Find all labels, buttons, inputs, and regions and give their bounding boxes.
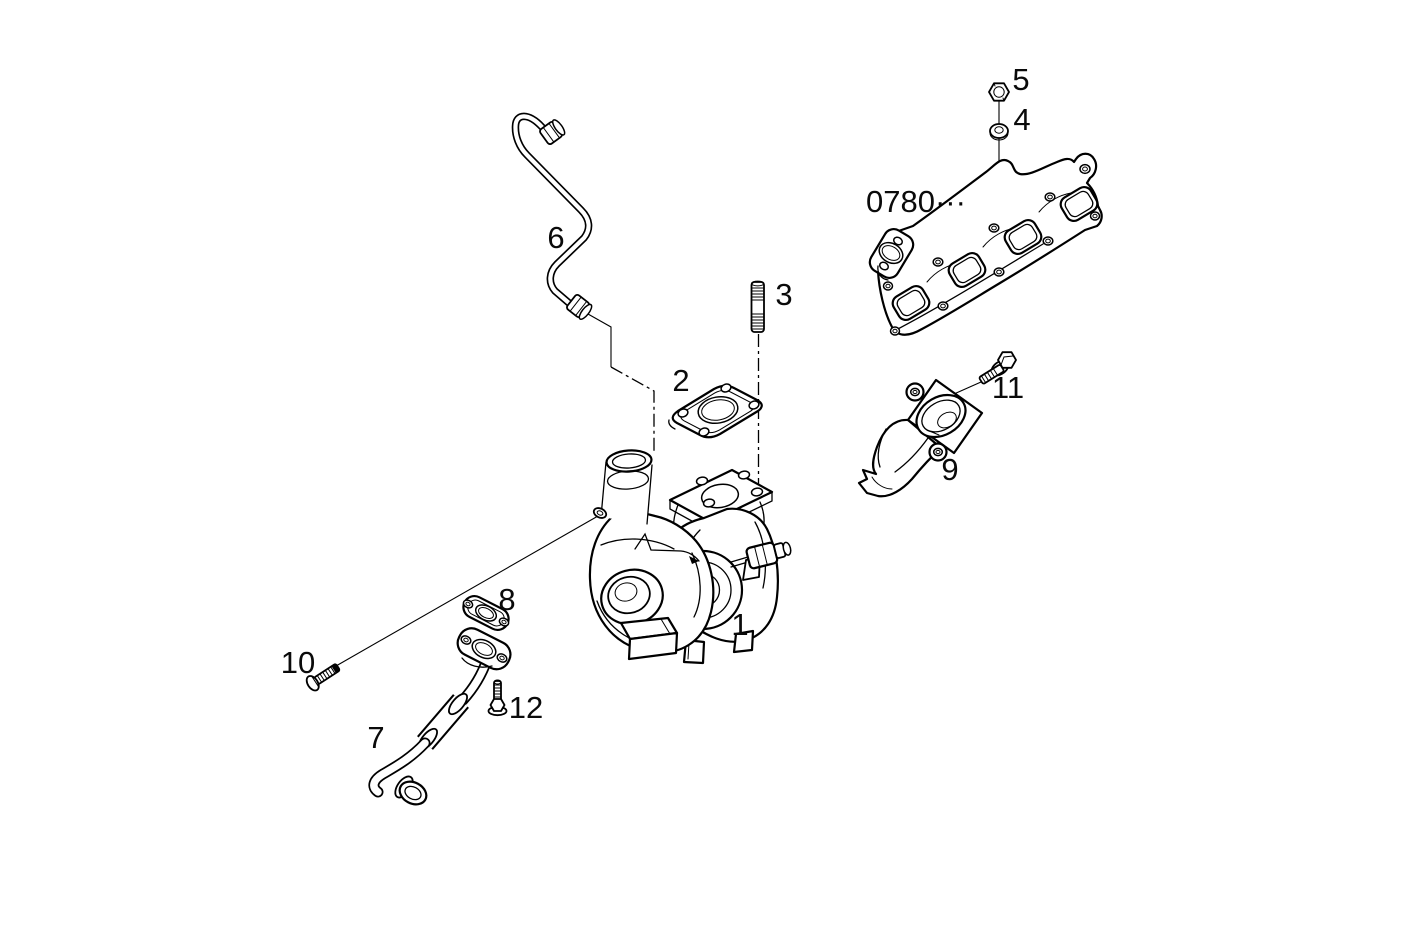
- part-9-outlet-elbow: [857, 378, 984, 498]
- part-10-bolt: [305, 663, 341, 692]
- manifold-port: [891, 284, 931, 322]
- pipe-fitting-top: [539, 119, 566, 145]
- manifold-bolt-holes: [882, 163, 1101, 336]
- pipe-fitting-bottom: [566, 293, 593, 320]
- callout-label-9: 9: [941, 452, 958, 487]
- manifold-end-flange: [868, 227, 915, 281]
- manifold-ref-label: 0780···: [866, 184, 966, 219]
- callout-label-3: 3: [775, 277, 792, 312]
- callout-labels: 1 2 3 4 5 6 7 8 9 10 11 12 0780···: [281, 62, 1031, 755]
- centerline-pipe6-turbo: [610, 366, 655, 452]
- manifold-port: [1003, 218, 1043, 256]
- callout-label-8: 8: [498, 582, 515, 617]
- oil-drain-boss: [592, 507, 608, 519]
- leader-pipe6: [587, 313, 612, 367]
- callout-label-5: 5: [1012, 62, 1029, 97]
- leader-bolt11-elbow: [953, 381, 982, 395]
- manifold-port: [1059, 185, 1099, 223]
- part-2-gasket: [668, 383, 763, 439]
- part-11-bolt: [978, 351, 1017, 385]
- part-7-oil-drain-pipe: [368, 627, 512, 806]
- callout-label-1: 1: [731, 607, 748, 642]
- exhaust-manifold-0780: [868, 152, 1103, 336]
- part-4-washer: [989, 123, 1009, 141]
- manifold-port: [947, 251, 987, 289]
- part-12-screw: [487, 679, 508, 717]
- part-3-stud: [750, 280, 765, 333]
- leader-bolt10-turbo: [335, 515, 599, 667]
- callout-label-11: 11: [992, 370, 1024, 405]
- callout-label-12: 12: [509, 690, 543, 725]
- callout-label-2: 2: [672, 363, 689, 398]
- callout-label-4: 4: [1013, 102, 1030, 137]
- part-6-oil-feed-pipe: [511, 112, 593, 320]
- part-1-turbocharger: [588, 449, 792, 665]
- callout-label-7: 7: [367, 720, 384, 755]
- part-8-gasket: [462, 594, 510, 632]
- part-5-nut: [988, 82, 1010, 102]
- wastegate-actuator: [745, 541, 792, 570]
- callout-label-6: 6: [547, 220, 564, 255]
- callout-label-10: 10: [281, 645, 315, 680]
